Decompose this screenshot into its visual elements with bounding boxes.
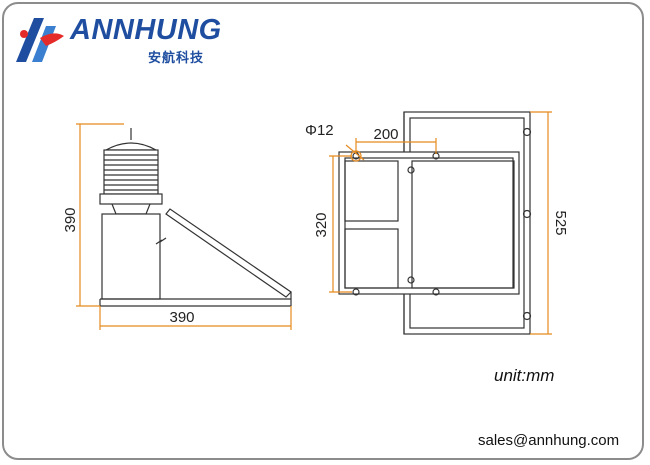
contact-email: sales@annhung.com — [478, 432, 620, 449]
main-panel — [411, 160, 515, 289]
side-width-label: 390 — [169, 309, 194, 326]
hole-diameter-label: Φ12 — [305, 122, 334, 139]
side-view — [99, 128, 292, 307]
annhung-logo-icon — [16, 18, 64, 62]
side-height-label: 390 — [62, 207, 79, 232]
brand-name-cn: 安航科技 — [148, 51, 205, 66]
side-view-dimensions — [76, 123, 292, 330]
lamp-flange — [99, 193, 163, 205]
bracket-dimensions — [329, 111, 552, 335]
solar-panel — [165, 208, 292, 298]
unit-label: unit:mm — [494, 366, 555, 385]
lamp-dome — [103, 142, 159, 151]
lower-panel — [344, 228, 399, 289]
mounting-plate — [338, 151, 520, 295]
brand-name: ANNHUNG — [70, 14, 222, 46]
hole-spacing-label: 200 — [373, 126, 398, 143]
rail-hole — [522, 127, 532, 137]
lamp-neck — [111, 203, 151, 215]
overall-height-label: 525 — [552, 210, 569, 235]
battery-box — [101, 213, 161, 300]
bracket-height-label: 320 — [313, 212, 330, 237]
lamp-body — [103, 149, 159, 195]
upper-panel — [344, 160, 399, 222]
frame-border — [2, 2, 644, 460]
bracket-view — [338, 111, 532, 335]
